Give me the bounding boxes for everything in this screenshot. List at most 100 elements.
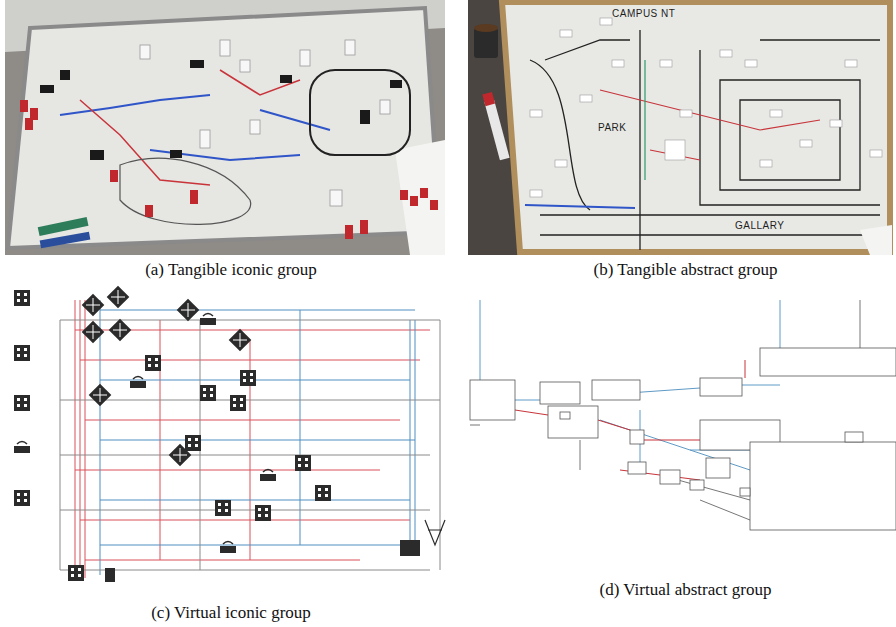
art-shape (14, 490, 30, 506)
art-shape (360, 110, 370, 124)
art-shape (5, 0, 445, 255)
art-shape (474, 28, 498, 58)
art-shape (870, 150, 882, 157)
art-shape (330, 190, 342, 206)
panel-caption: (b) Tangible abstract group (463, 260, 896, 280)
art-shape (745, 60, 757, 67)
art-shape (14, 345, 30, 361)
art-shape (40, 85, 54, 93)
art-shape (470, 348, 896, 530)
art-shape (502, 2, 890, 252)
art-shape (295, 455, 311, 471)
art-shape (600, 18, 612, 25)
art-shape (530, 110, 542, 117)
art-shape (845, 432, 863, 442)
art-shape (140, 40, 390, 206)
art-shape (190, 190, 198, 204)
art-shape (760, 348, 896, 376)
art-shape (740, 488, 750, 496)
art-shape (82, 321, 105, 344)
art-shape (82, 294, 105, 317)
panel-caption: (a) Tangible iconic group (0, 260, 462, 280)
art-shape (90, 150, 104, 160)
art-shape (720, 50, 732, 57)
art-shape (665, 140, 685, 160)
art-shape (40, 60, 402, 160)
art-shape (628, 462, 646, 474)
art-shape (215, 500, 231, 516)
art-shape (60, 95, 330, 160)
art-shape (260, 470, 276, 482)
art-shape (25, 118, 33, 130)
art-shape (530, 18, 882, 197)
art-shape (470, 380, 515, 420)
art-shape (8, 8, 440, 248)
art-shape (680, 110, 692, 117)
art-shape (229, 329, 252, 352)
art-shape (345, 40, 355, 55)
panel-caption: (d) Virtual abstract group (463, 580, 896, 600)
art-shape (750, 442, 896, 530)
art-shape (425, 520, 445, 545)
diagram-virtual-abstract (470, 300, 896, 530)
art-shape (315, 485, 331, 501)
figure-panel: (b) Tangible abstract group (463, 0, 896, 280)
art-shape (130, 377, 146, 389)
art-shape (548, 406, 598, 438)
art-shape (220, 40, 230, 56)
art-shape (760, 160, 772, 167)
art-shape (89, 384, 112, 407)
art-shape (185, 435, 201, 451)
art-shape (474, 24, 498, 32)
figure-panel: (a) Tangible iconic group (0, 0, 462, 280)
art-shape (630, 430, 644, 444)
art-shape (380, 100, 390, 114)
art-shape (240, 370, 256, 386)
art-shape (110, 170, 118, 182)
art-shape (250, 120, 260, 134)
art-shape (612, 60, 624, 67)
art-shape (592, 380, 640, 400)
handwritten-label: CAMPUS NT (612, 8, 675, 19)
art-shape (530, 190, 542, 197)
art-shape (660, 60, 672, 67)
art-shape (690, 480, 704, 490)
art-shape (20, 100, 28, 112)
art-shape (14, 290, 30, 306)
art-shape (107, 286, 130, 309)
art-shape (145, 355, 161, 371)
figure-panel: (d) Virtual abstract group (463, 282, 896, 600)
art-shape (177, 299, 200, 322)
art-shape (170, 150, 182, 158)
art-shape (706, 458, 730, 478)
art-shape (345, 225, 353, 239)
diagram-virtual-iconic (14, 286, 445, 582)
art-shape (484, 100, 509, 161)
art-shape (660, 470, 680, 484)
art-shape (145, 205, 153, 217)
art-shape (60, 320, 440, 570)
art-shape (200, 130, 210, 148)
art-shape (845, 60, 857, 67)
art-shape (240, 60, 250, 72)
art-shape (580, 95, 592, 102)
art-shape (830, 120, 842, 127)
handwritten-label: GALLARY (735, 220, 784, 231)
art-shape (540, 382, 580, 404)
art-shape (40, 232, 91, 249)
art-shape (280, 75, 292, 83)
art-shape (700, 378, 742, 396)
art-shape (525, 205, 635, 208)
art-shape (468, 0, 892, 255)
art-shape (644, 60, 645, 180)
art-shape (410, 196, 418, 206)
art-shape (100, 300, 415, 575)
art-shape (430, 200, 438, 210)
art-shape (200, 314, 216, 326)
art-shape (80, 70, 300, 185)
art-shape (770, 110, 782, 117)
art-shape (200, 385, 216, 401)
art-shape (14, 395, 30, 411)
